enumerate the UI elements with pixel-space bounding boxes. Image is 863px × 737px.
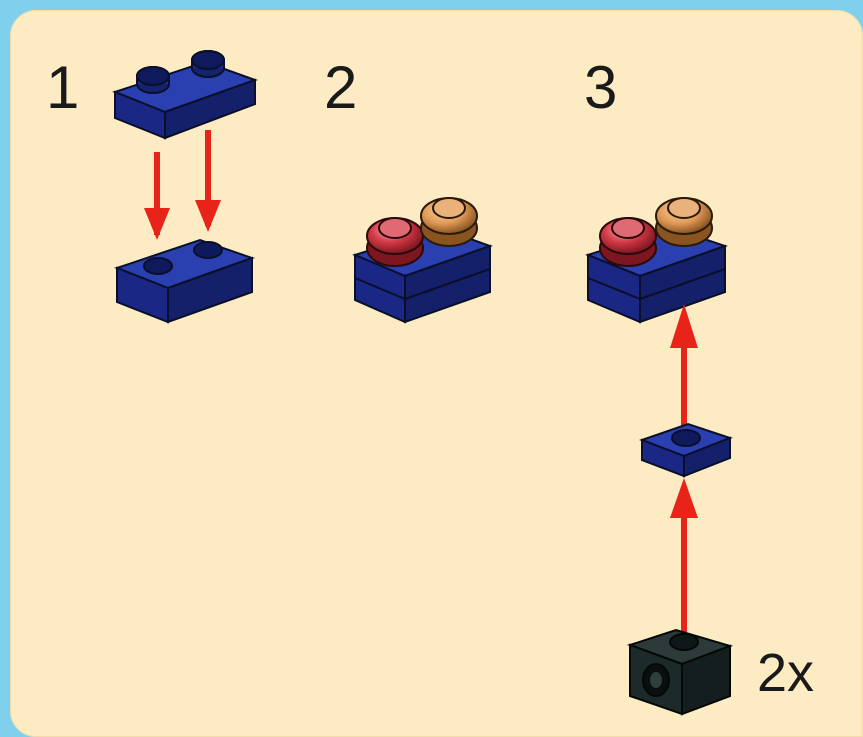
technic-brick-1x1-icon <box>626 628 734 716</box>
arrows-step-1 <box>144 130 221 240</box>
step-number-3: 3 <box>584 54 618 121</box>
plate-1x2-bottom <box>114 238 256 324</box>
part-quantity-label: 2x <box>757 643 815 703</box>
assembly-step-2 <box>352 197 493 324</box>
arrow-step-3-lower <box>670 478 698 632</box>
arrow-step-3-upper <box>670 304 698 428</box>
assembly-step-3 <box>585 197 729 324</box>
step-number-2: 2 <box>324 54 358 121</box>
step-number-1: 1 <box>46 54 80 121</box>
plate-1x1 <box>639 422 733 478</box>
plate-1x2-top <box>112 50 258 140</box>
